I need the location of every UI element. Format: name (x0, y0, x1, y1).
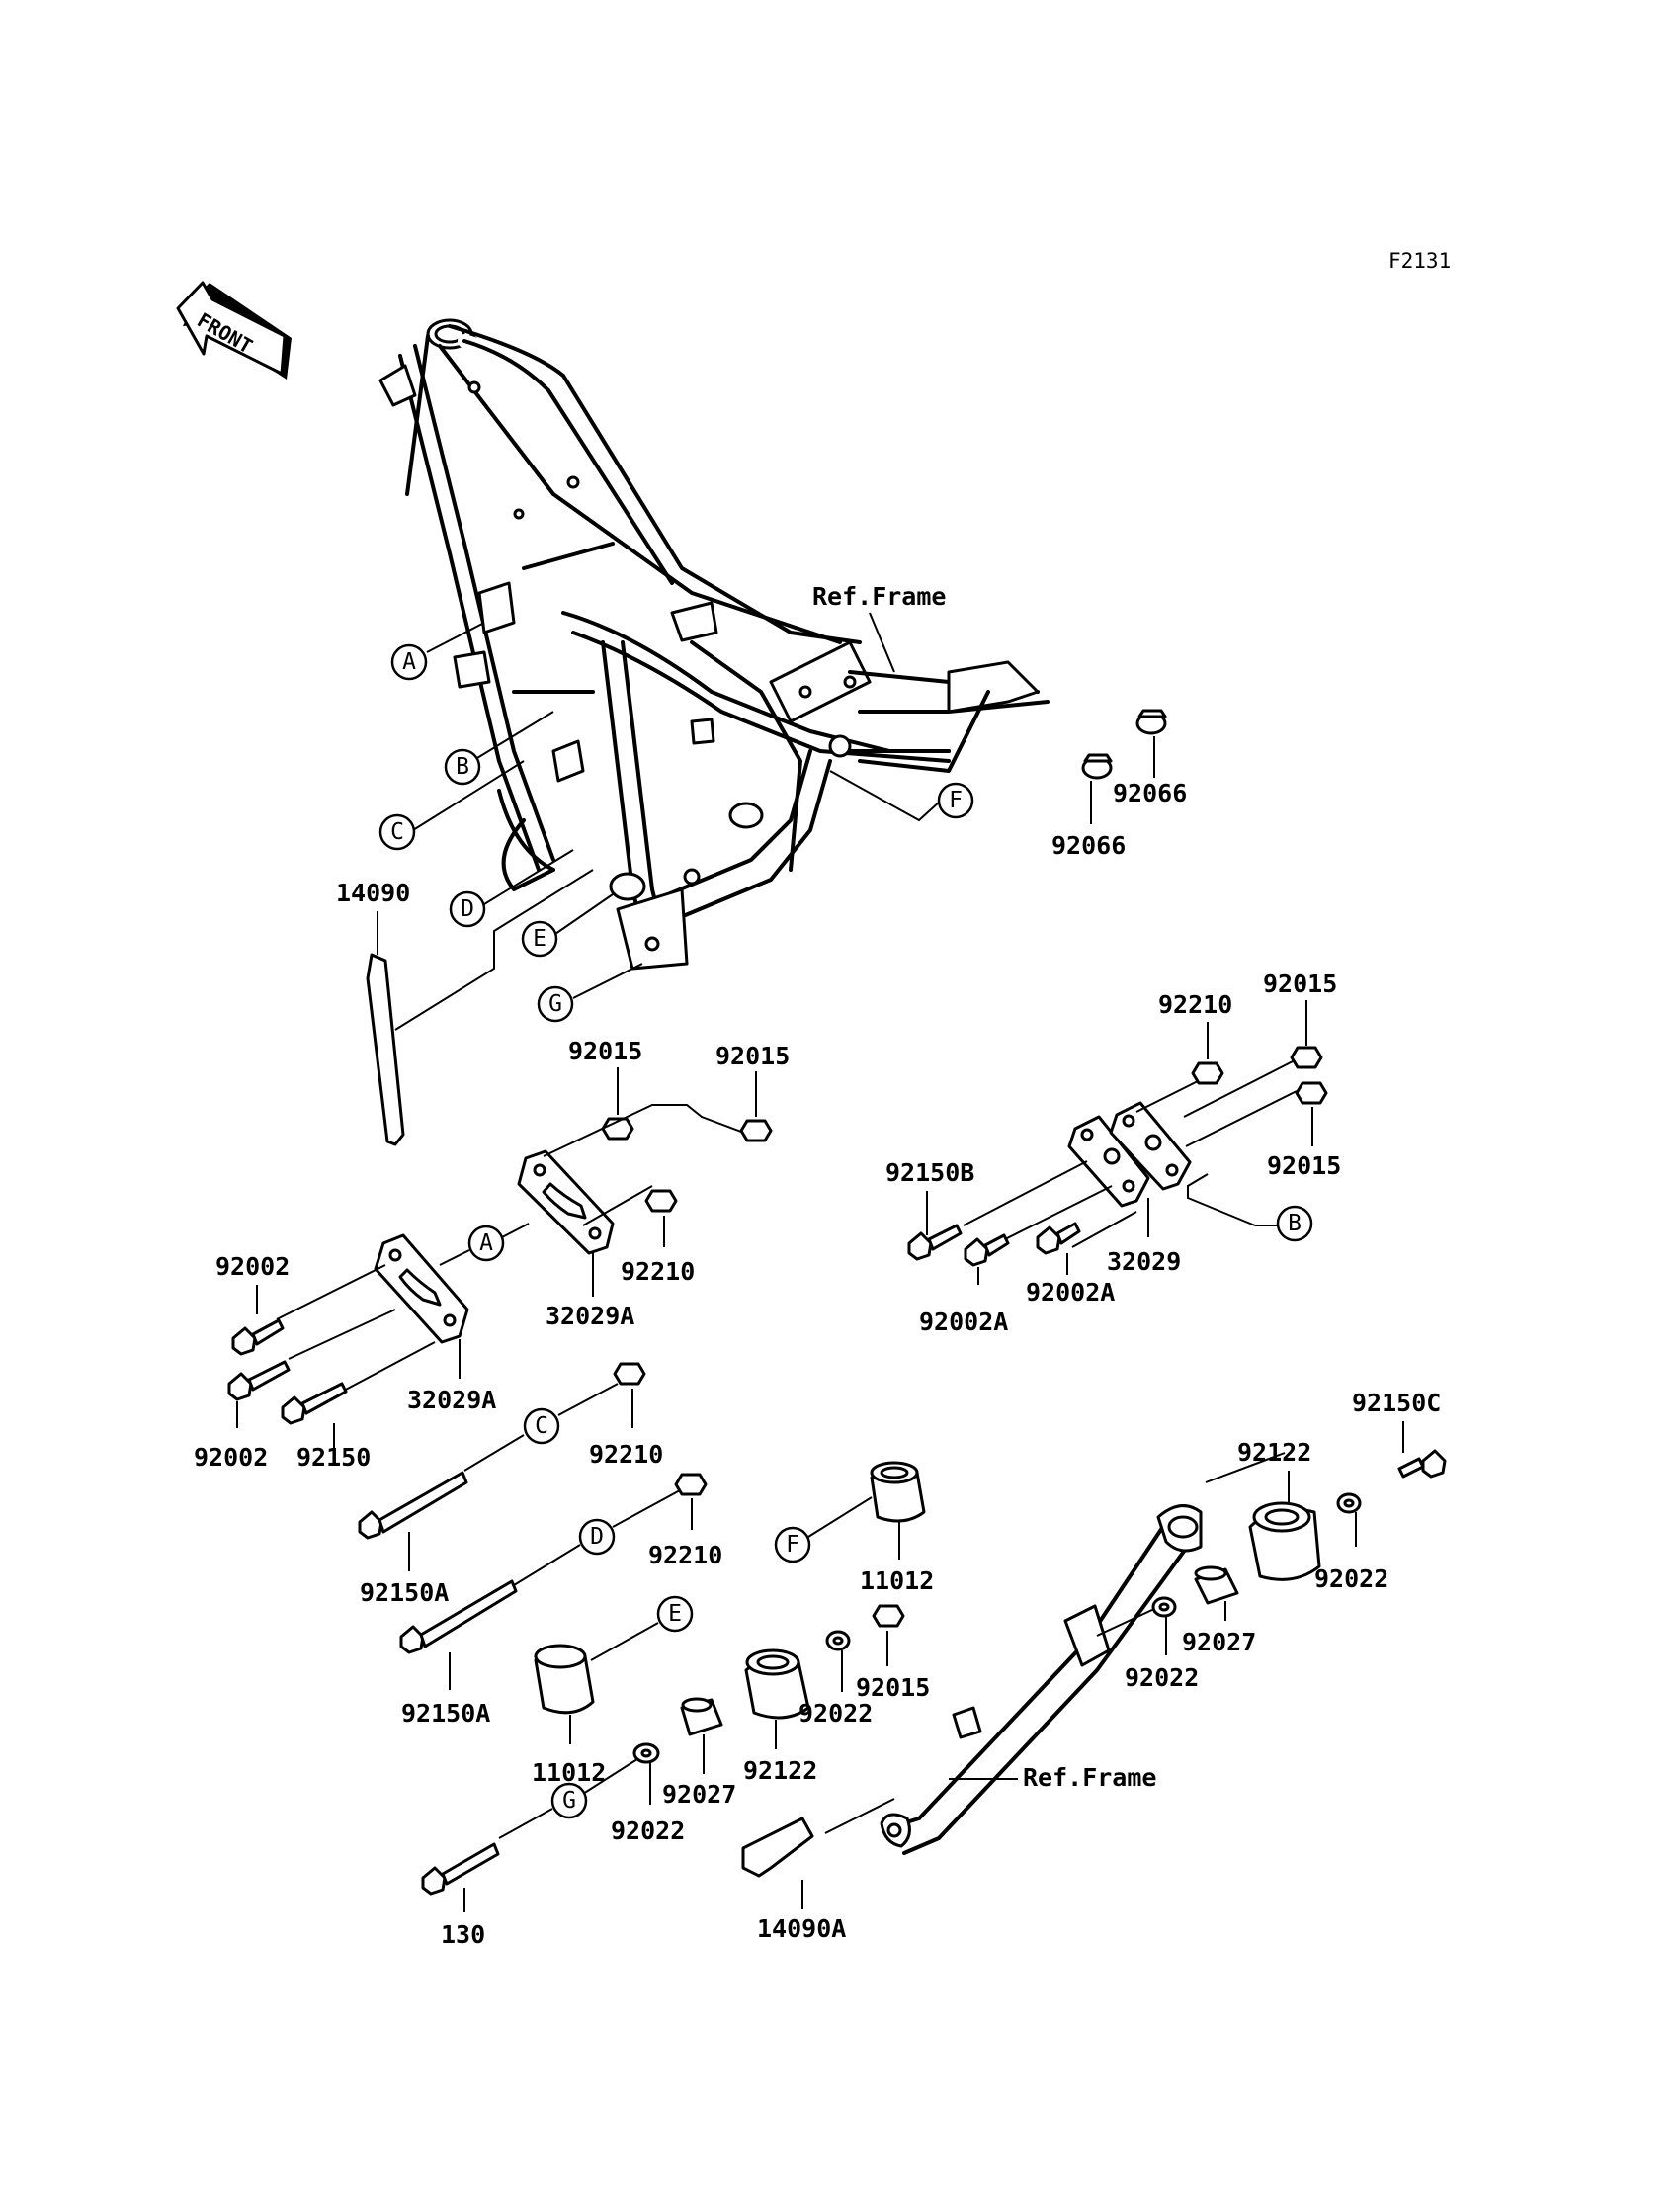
callout-a-frame: A (390, 643, 428, 681)
bolt-92002a-2 (1036, 1222, 1081, 1255)
part-92210-mid: 92210 (621, 1257, 695, 1286)
svg-text:B: B (1288, 1211, 1302, 1236)
svg-text:D: D (590, 1524, 604, 1550)
part-92022-low: 92022 (611, 1817, 685, 1845)
bolt-92150a-2 (399, 1579, 518, 1654)
part-92022-r2: 92022 (1125, 1663, 1199, 1692)
bolt-92150 (281, 1382, 348, 1425)
bolt-92002-top (231, 1318, 285, 1356)
part-11012-low: 11012 (532, 1758, 606, 1787)
bolt-130 (421, 1842, 500, 1896)
part-92015-mid-1: 92015 (568, 1037, 642, 1065)
part-92066-a: 92066 (1051, 831, 1126, 860)
part-92150b: 92150B (885, 1158, 974, 1187)
part-32029a-mid: 32029A (546, 1302, 634, 1330)
callout-d-low: D (578, 1518, 616, 1556)
part-92002a-2: 92002A (1026, 1278, 1115, 1307)
part-92027-r: 92027 (1182, 1628, 1256, 1656)
part-92210-r: 92210 (1158, 990, 1232, 1019)
part-92015-mid-2: 92015 (715, 1042, 790, 1070)
frame-guard-14090 (366, 953, 405, 1146)
svg-text:D: D (461, 896, 474, 922)
nut-92210-r (1191, 1061, 1224, 1085)
part-92002-bottom: 92002 (194, 1443, 268, 1472)
guard-14090a (741, 1817, 814, 1878)
ref-frame-label-bottom: Ref.Frame (1023, 1763, 1156, 1792)
svg-text:A: A (402, 649, 416, 675)
part-92066-b: 92066 (1113, 779, 1187, 807)
part-92015-r1: 92015 (1263, 970, 1337, 998)
callout-e-frame: E (521, 920, 558, 958)
part-14090a: 14090A (757, 1914, 846, 1943)
part-92022-mid: 92022 (798, 1699, 873, 1728)
cap-92066-a (1081, 753, 1113, 780)
svg-text:A: A (479, 1230, 493, 1256)
callout-f-low: F (774, 1526, 811, 1563)
part-92027-low: 92027 (662, 1780, 736, 1809)
callout-b-frame: B (444, 748, 481, 786)
part-92015-r2: 92015 (1267, 1151, 1341, 1180)
nut-92210-c (613, 1362, 646, 1386)
part-32029a-left: 32029A (407, 1386, 496, 1414)
diagram-code: F2131 (1388, 249, 1451, 273)
part-92150c: 92150C (1352, 1389, 1441, 1417)
callout-e-low: E (656, 1595, 694, 1633)
svg-text:C: C (390, 819, 404, 845)
motorcycle-frame (378, 318, 1050, 971)
part-92210-c: 92210 (589, 1440, 663, 1469)
spacer-92027-low (680, 1697, 723, 1736)
bolt-92150c (1397, 1449, 1447, 1479)
svg-text:E: E (533, 926, 546, 952)
part-92015-low: 92015 (856, 1673, 930, 1702)
part-11012-f: 11012 (860, 1566, 934, 1595)
bolt-92002-bottom (227, 1360, 291, 1401)
bolt-92150a-1 (358, 1471, 468, 1540)
callout-a-mid: A (467, 1225, 505, 1262)
svg-text:F: F (949, 788, 963, 813)
ref-frame-label-top: Ref.Frame (812, 582, 946, 611)
collar-11012-f (870, 1461, 926, 1523)
svg-text:G: G (562, 1788, 576, 1814)
svg-text:G: G (548, 991, 562, 1017)
nut-92210-mid (644, 1189, 678, 1213)
nut-92015-r1 (1290, 1046, 1323, 1069)
callout-g-low: G (550, 1782, 588, 1819)
svg-text:C: C (535, 1413, 548, 1439)
collar-11012-low (534, 1644, 595, 1715)
callout-c-low: C (523, 1407, 560, 1445)
callout-f-frame: F (937, 782, 974, 819)
part-92150: 92150 (296, 1443, 371, 1472)
svg-text:B: B (456, 754, 469, 780)
part-92150a-1: 92150A (360, 1578, 449, 1607)
svg-text:F: F (786, 1532, 799, 1558)
front-arrow-icon: FRONT (176, 281, 292, 380)
callout-c-frame: C (378, 813, 416, 851)
cap-92066-b (1135, 709, 1167, 735)
part-92150a-2: 92150A (401, 1699, 490, 1728)
frame-rail-lower (880, 1504, 1203, 1855)
nut-92015-mid-2 (739, 1119, 773, 1142)
part-92002-top: 92002 (215, 1252, 290, 1281)
part-92122-low: 92122 (743, 1756, 817, 1785)
callout-b-right: B (1276, 1205, 1313, 1242)
bolt-92150b (907, 1224, 963, 1261)
part-32029: 32029 (1107, 1247, 1181, 1276)
part-130: 130 (441, 1920, 485, 1949)
nut-92015-low (872, 1604, 905, 1628)
collar-92122-low (744, 1648, 810, 1720)
svg-text:E: E (668, 1601, 682, 1627)
spacer-92027-r (1194, 1565, 1239, 1605)
callout-g-frame: G (537, 985, 574, 1023)
nut-92015-r2 (1295, 1081, 1328, 1105)
part-92002a-1: 92002A (919, 1308, 1008, 1336)
collar-92122-r (1248, 1501, 1321, 1581)
callout-d-frame: D (449, 890, 486, 928)
part-92122-r: 92122 (1237, 1438, 1311, 1467)
part-92210-d: 92210 (648, 1541, 722, 1569)
part-14090: 14090 (336, 879, 410, 907)
nut-92210-d (674, 1473, 708, 1496)
bolt-92002a-1 (964, 1233, 1010, 1267)
part-92022-r: 92022 (1314, 1564, 1388, 1593)
